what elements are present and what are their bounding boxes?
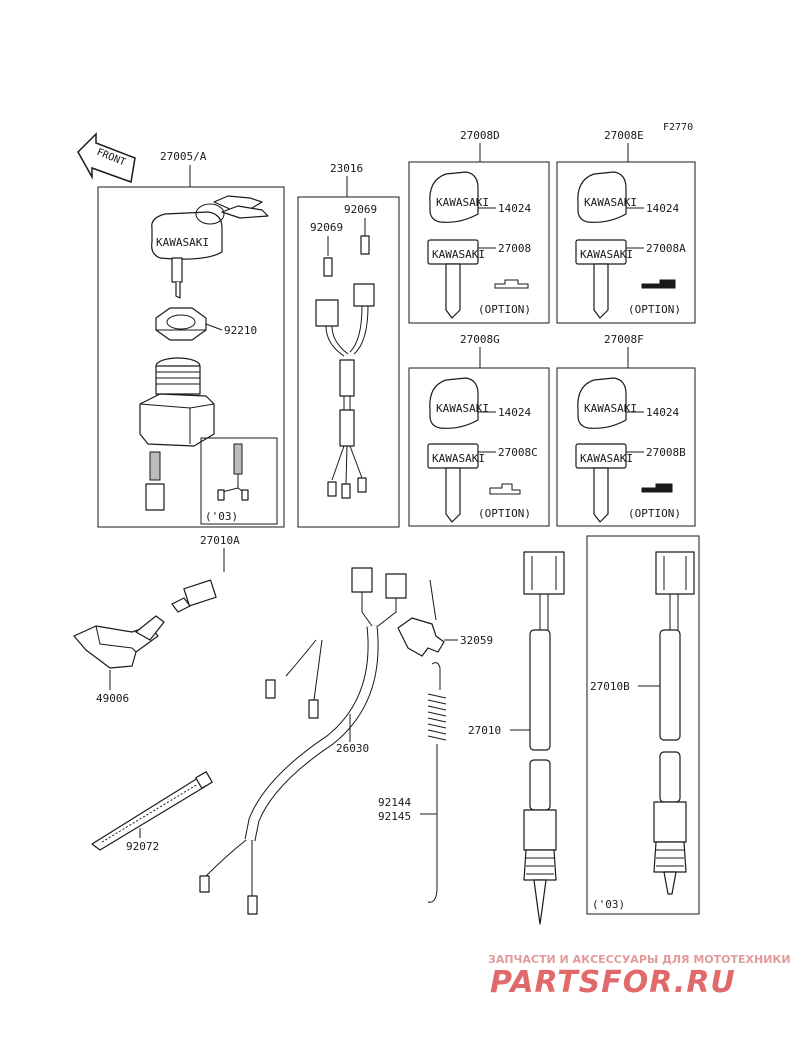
callout-27008B: 27008B (646, 446, 686, 459)
callout-27008A: 27008A (646, 242, 686, 255)
figure-code: F2770 (663, 122, 693, 133)
callout-14024-f: 14024 (646, 406, 679, 419)
svg-text:KAWASAKI: KAWASAKI (436, 196, 489, 209)
ignition-switch-group: 27005/A KAWASAKI 92210 (97, 150, 285, 528)
nut-icon (155, 307, 207, 341)
ignition-part-number: 27005/A (160, 150, 207, 163)
callout-92069-left: 92069 (310, 221, 343, 234)
callout-14024-e: 14024 (646, 202, 679, 215)
ignition-switch-body-icon (139, 357, 215, 511)
svg-text:KAWASAKI: KAWASAKI (432, 452, 485, 465)
callout-27010B: 27010B (590, 680, 630, 693)
svg-text:KAWASAKI: KAWASAKI (580, 452, 633, 465)
harness-wire-icon (315, 283, 375, 499)
key-d-part-number: 27008D (460, 129, 500, 142)
key-cap-icon: KAWASAKI (429, 171, 489, 223)
svg-text:KAWASAKI: KAWASAKI (156, 236, 209, 249)
switch-b-box (586, 535, 700, 915)
key-set-e: 27008E KAWASAKI 14024 KAWASAKI 27008A (O… (556, 129, 696, 324)
key-g-box (408, 367, 550, 527)
sub-harness-icon (199, 567, 407, 915)
callout-27008C: 27008C (498, 446, 538, 459)
key-e-box (556, 161, 696, 324)
key-profile-icon (641, 279, 676, 289)
callout-92145: 92145 (378, 810, 411, 823)
key-profile-icon (641, 483, 673, 493)
key-profile-icon (489, 483, 521, 495)
key-blank-icon: KAWASAKI (575, 443, 633, 523)
key-f-option: (OPTION) (628, 507, 681, 520)
callout-32059: 32059 (460, 634, 493, 647)
svg-text:KAWASAKI: KAWASAKI (580, 248, 633, 261)
spring-rod-icon (427, 662, 447, 903)
switch-b-group: 27010B ('03) (586, 535, 700, 915)
callout-92069-right: 92069 (344, 203, 377, 216)
cable-tie-icon (91, 771, 213, 851)
terminal-icon (360, 235, 370, 255)
harness-box (297, 196, 400, 528)
callout-92210: 92210 (224, 324, 257, 337)
switch-b-note: ('03) (592, 898, 625, 911)
connector-icon (217, 443, 249, 501)
callout-27008: 27008 (498, 242, 531, 255)
harness-group: 23016 92069 92069 (297, 162, 400, 528)
key-profile-icon (494, 279, 529, 289)
watermark-logo: PARTSFOR.RU (490, 965, 736, 1000)
key-cap-icon: KAWASAKI (577, 377, 637, 429)
brake-switch-icon (523, 551, 565, 925)
key-d-option: (OPTION) (478, 303, 531, 316)
front-arrow-icon: FRONT (77, 132, 136, 184)
key-d-box (408, 161, 550, 324)
key-cap-icon: KAWASAKI (429, 377, 489, 429)
key-blank-icon: KAWASAKI (575, 239, 633, 319)
svg-text:KAWASAKI: KAWASAKI (584, 196, 637, 209)
key-e-part-number: 27008E (604, 129, 644, 142)
callout-14024-g: 14024 (498, 406, 531, 419)
svg-text:KAWASAKI: KAWASAKI (584, 402, 637, 415)
key-f-part-number: 27008F (604, 333, 644, 346)
key-f-box (556, 367, 696, 527)
harness-part-number: 23016 (330, 162, 363, 175)
switch-cable-icon (171, 548, 324, 719)
ignition-inset-box (200, 437, 278, 525)
callout-27010A: 27010A (200, 534, 240, 547)
bracket-icon (397, 579, 445, 657)
ignition-inset-note: ('03) (205, 510, 238, 523)
key-set-f: 27008F KAWASAKI 14024 KAWASAKI 27008B (O… (556, 333, 696, 527)
key-blank-icon: KAWASAKI (427, 239, 485, 319)
key-g-part-number: 27008G (460, 333, 500, 346)
callout-49006: 49006 (96, 692, 129, 705)
switch-cover-icon (73, 615, 165, 669)
key-cap-icon: KAWASAKI (577, 171, 637, 223)
ignition-key-icon: KAWASAKI (151, 195, 269, 299)
svg-text:KAWASAKI: KAWASAKI (436, 402, 489, 415)
callout-26030: 26030 (336, 742, 369, 755)
callout-92072: 92072 (126, 840, 159, 853)
callout-92144: 92144 (378, 796, 411, 809)
svg-text:KAWASAKI: KAWASAKI (432, 248, 485, 261)
callout-14024-d: 14024 (498, 202, 531, 215)
watermark-subtitle: ЗАПЧАСТИ И АКСЕССУАРЫ ДЛЯ МОТОТЕХНИКИ (488, 953, 791, 966)
watermark: ЗАПЧАСТИ И АКСЕССУАРЫ ДЛЯ МОТОТЕХНИКИ PA… (488, 953, 791, 1000)
key-set-g: 27008G KAWASAKI 14024 KAWASAKI 27008C (O… (408, 333, 550, 527)
ignition-box (97, 186, 285, 528)
terminal-icon (323, 257, 333, 277)
key-set-d: 27008D KAWASAKI 14024 KAWASAKI 27008 (OP… (408, 129, 550, 324)
key-e-option: (OPTION) (628, 303, 681, 316)
key-g-option: (OPTION) (478, 507, 531, 520)
callout-27010: 27010 (468, 724, 501, 737)
key-blank-icon: KAWASAKI (427, 443, 485, 523)
